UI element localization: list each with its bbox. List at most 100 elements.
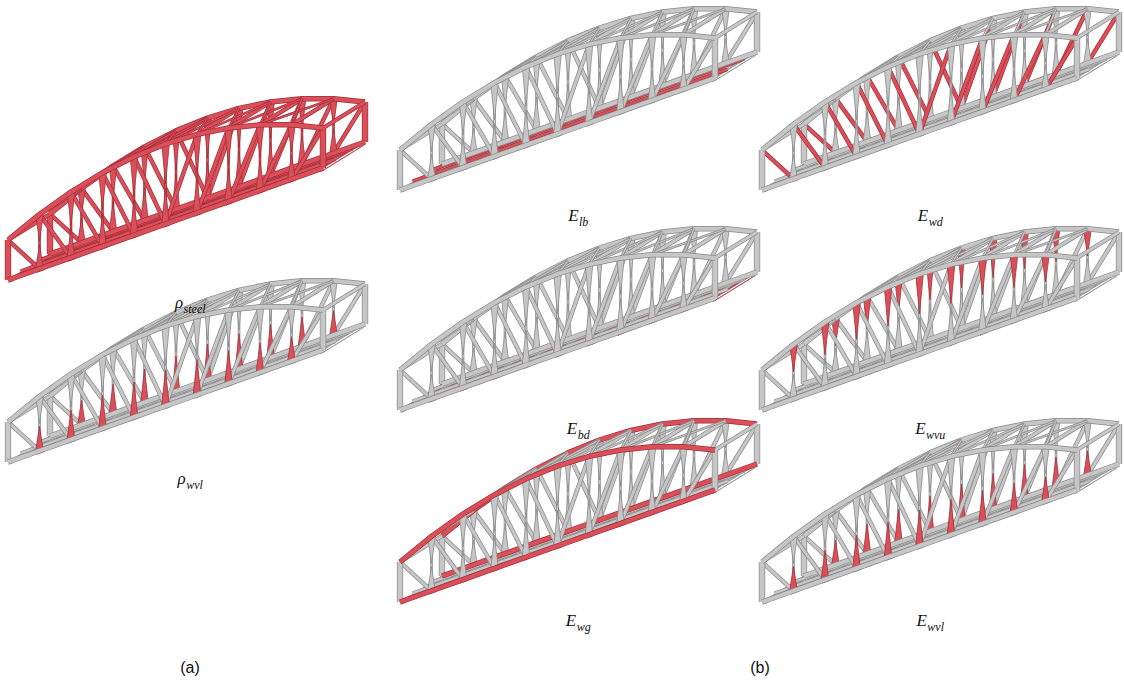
vertical-plate [256, 307, 264, 340]
vertical-plate [916, 274, 924, 314]
member-outline [495, 303, 527, 365]
member [836, 318, 868, 361]
symbol-label: ρ [175, 294, 183, 311]
member-outline [1046, 9, 1057, 35]
member [1075, 38, 1080, 78]
member [920, 44, 952, 134]
vertical-plate [617, 450, 625, 487]
member-outline [762, 78, 1077, 190]
member-outline [920, 456, 952, 546]
member-outline [920, 44, 952, 134]
member [762, 150, 794, 179]
vertical-plate [863, 524, 871, 554]
vertical-plate [979, 490, 987, 523]
member [71, 374, 103, 428]
member [951, 450, 983, 535]
vertical-plate [459, 358, 467, 388]
vertical-plate [141, 187, 149, 220]
vertical-plate [916, 98, 924, 134]
vertical-plate [162, 370, 170, 406]
member [1117, 424, 1122, 464]
member-outline [825, 322, 857, 376]
member-outline [652, 9, 726, 35]
member [537, 57, 569, 119]
vertical-plate [916, 318, 924, 354]
subscript-label: steel [184, 303, 206, 315]
member-outline [684, 9, 695, 35]
member-outline [762, 35, 1077, 150]
vertical-plate [585, 456, 593, 495]
member [40, 396, 72, 439]
member [760, 370, 765, 410]
member [920, 264, 952, 354]
member-outline [292, 281, 334, 307]
member-outline [526, 67, 558, 134]
member [8, 240, 40, 269]
vertical-plate [884, 330, 892, 365]
vertical-plate [554, 318, 562, 354]
vertical-plate [1010, 255, 1018, 288]
member-outline [432, 124, 464, 167]
vertical-plate [853, 495, 861, 532]
member [652, 421, 726, 447]
member-outline [762, 370, 794, 399]
member-outline [463, 102, 495, 156]
member-outline [1116, 12, 1122, 52]
member [103, 173, 135, 235]
member-outline [1077, 232, 1119, 258]
member-outline [432, 344, 464, 387]
member [804, 464, 1119, 576]
member [888, 479, 920, 546]
member-outline [474, 318, 506, 361]
vertical-plate [648, 71, 656, 101]
member [1046, 421, 1057, 447]
member [794, 124, 826, 167]
member-outline [400, 255, 715, 370]
member-outline [50, 142, 365, 254]
member-outline [684, 9, 726, 35]
member [684, 421, 726, 447]
member-outline [197, 128, 229, 213]
member-outline [82, 370, 114, 413]
vertical-plate [459, 550, 467, 580]
member-outline [166, 134, 198, 224]
truss-bridge [8, 99, 365, 283]
member-outline [40, 214, 72, 257]
member [804, 229, 1119, 344]
member-outline [589, 450, 621, 535]
member [804, 272, 1119, 384]
member-outline [684, 421, 695, 447]
member [432, 124, 464, 167]
member-outline [754, 232, 760, 272]
member [1014, 421, 1088, 447]
member [197, 310, 229, 395]
vertical-plate [916, 466, 924, 506]
member [363, 102, 368, 142]
member [1046, 421, 1088, 447]
member-outline [951, 38, 983, 123]
member-outline [463, 514, 495, 568]
member [715, 232, 757, 258]
vertical-plate [853, 123, 861, 156]
vertical-plate [585, 44, 593, 83]
symbol-label: E [568, 207, 578, 224]
member-outline [684, 229, 695, 255]
member-outline [400, 562, 432, 591]
member-outline [495, 83, 527, 145]
member-outline [1046, 421, 1088, 447]
member [804, 52, 1119, 164]
member [432, 344, 464, 387]
member-outline [292, 99, 303, 125]
member [1014, 229, 1088, 255]
vertical-plate [585, 88, 593, 123]
member [1117, 232, 1122, 272]
member-outline [82, 188, 114, 231]
vertical-plate [895, 509, 903, 542]
vertical-plate [1010, 35, 1018, 68]
member [1077, 232, 1119, 258]
vertical-plate [648, 291, 656, 321]
member [762, 370, 794, 399]
member [495, 495, 527, 557]
member-outline [804, 272, 1119, 384]
